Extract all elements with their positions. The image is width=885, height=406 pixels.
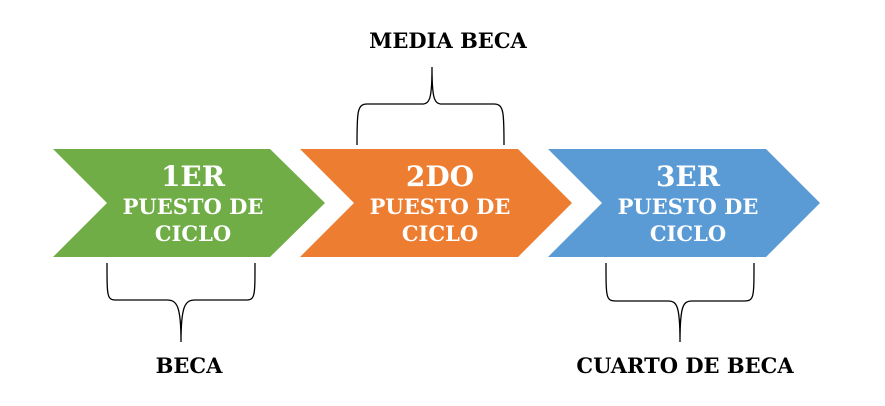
brace-stage-1 (106, 262, 256, 343)
chevron-stage-1: 1ER PUESTO DE CICLO (53, 149, 325, 257)
award-label-stage-2: MEDIA BECA (369, 28, 527, 53)
stage-2-line2: CICLO (402, 221, 478, 246)
chevron-shape-3 (548, 149, 820, 257)
stage-3-line2: CICLO (650, 221, 726, 246)
brace-stage-3 (605, 262, 755, 343)
award-label-stage-1: BECA (156, 353, 223, 378)
stage-1-line1: PUESTO DE (123, 194, 264, 219)
stage-3-rank: 3ER (656, 160, 721, 193)
award-label-stage-3: CUARTO DE BECA (576, 353, 794, 378)
stage-1-line2: CICLO (155, 221, 231, 246)
chevron-stage-3: 3ER PUESTO DE CICLO (548, 149, 820, 257)
stage-1-rank: 1ER (161, 160, 226, 193)
chevron-shape-2 (300, 149, 572, 257)
stage-2-rank: 2DO (406, 160, 474, 193)
stage-2-line1: PUESTO DE (370, 194, 511, 219)
chevron-stage-2: 2DO PUESTO DE CICLO (300, 149, 572, 257)
stage-3-line1: PUESTO DE (618, 194, 759, 219)
chevron-shape-1 (53, 149, 325, 257)
brace-stage-2 (356, 66, 505, 146)
